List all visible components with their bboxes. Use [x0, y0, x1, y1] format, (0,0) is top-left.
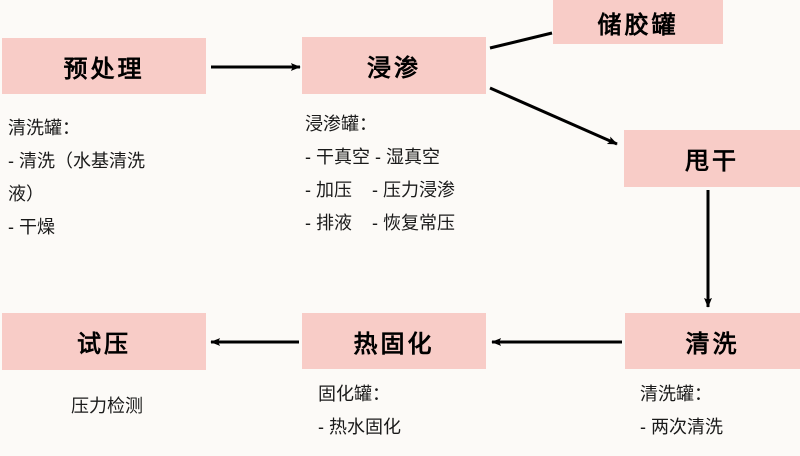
note-pretreatment: 清洗罐： - 清洗（水基清洗 液） - 干燥	[8, 118, 145, 237]
node-pressure-test[interactable]: 试压	[2, 313, 206, 370]
edge-gluetank-to-infiltration	[489, 31, 553, 50]
node-cleaning[interactable]: 清洗	[625, 313, 800, 369]
node-thermal-curing[interactable]: 热固化	[302, 313, 486, 369]
node-infiltration[interactable]: 浸渗	[302, 37, 486, 94]
node-glue-storage-tank[interactable]: 储胶罐	[553, 0, 723, 44]
note-thermal-curing: 固化罐： - 热水固化	[318, 384, 401, 437]
note-cleaning: 清洗罐： - 两次清洗	[640, 384, 723, 437]
note-infiltration: 浸渗罐： - 干真空 - 湿真空 - 加压 - 压力浸渗 - 排液 - 恢复常压	[305, 114, 455, 233]
node-pretreatment[interactable]: 预处理	[2, 38, 206, 94]
node-spin-dry[interactable]: 甩干	[624, 130, 800, 187]
note-pressure-test: 压力检测	[71, 396, 143, 416]
